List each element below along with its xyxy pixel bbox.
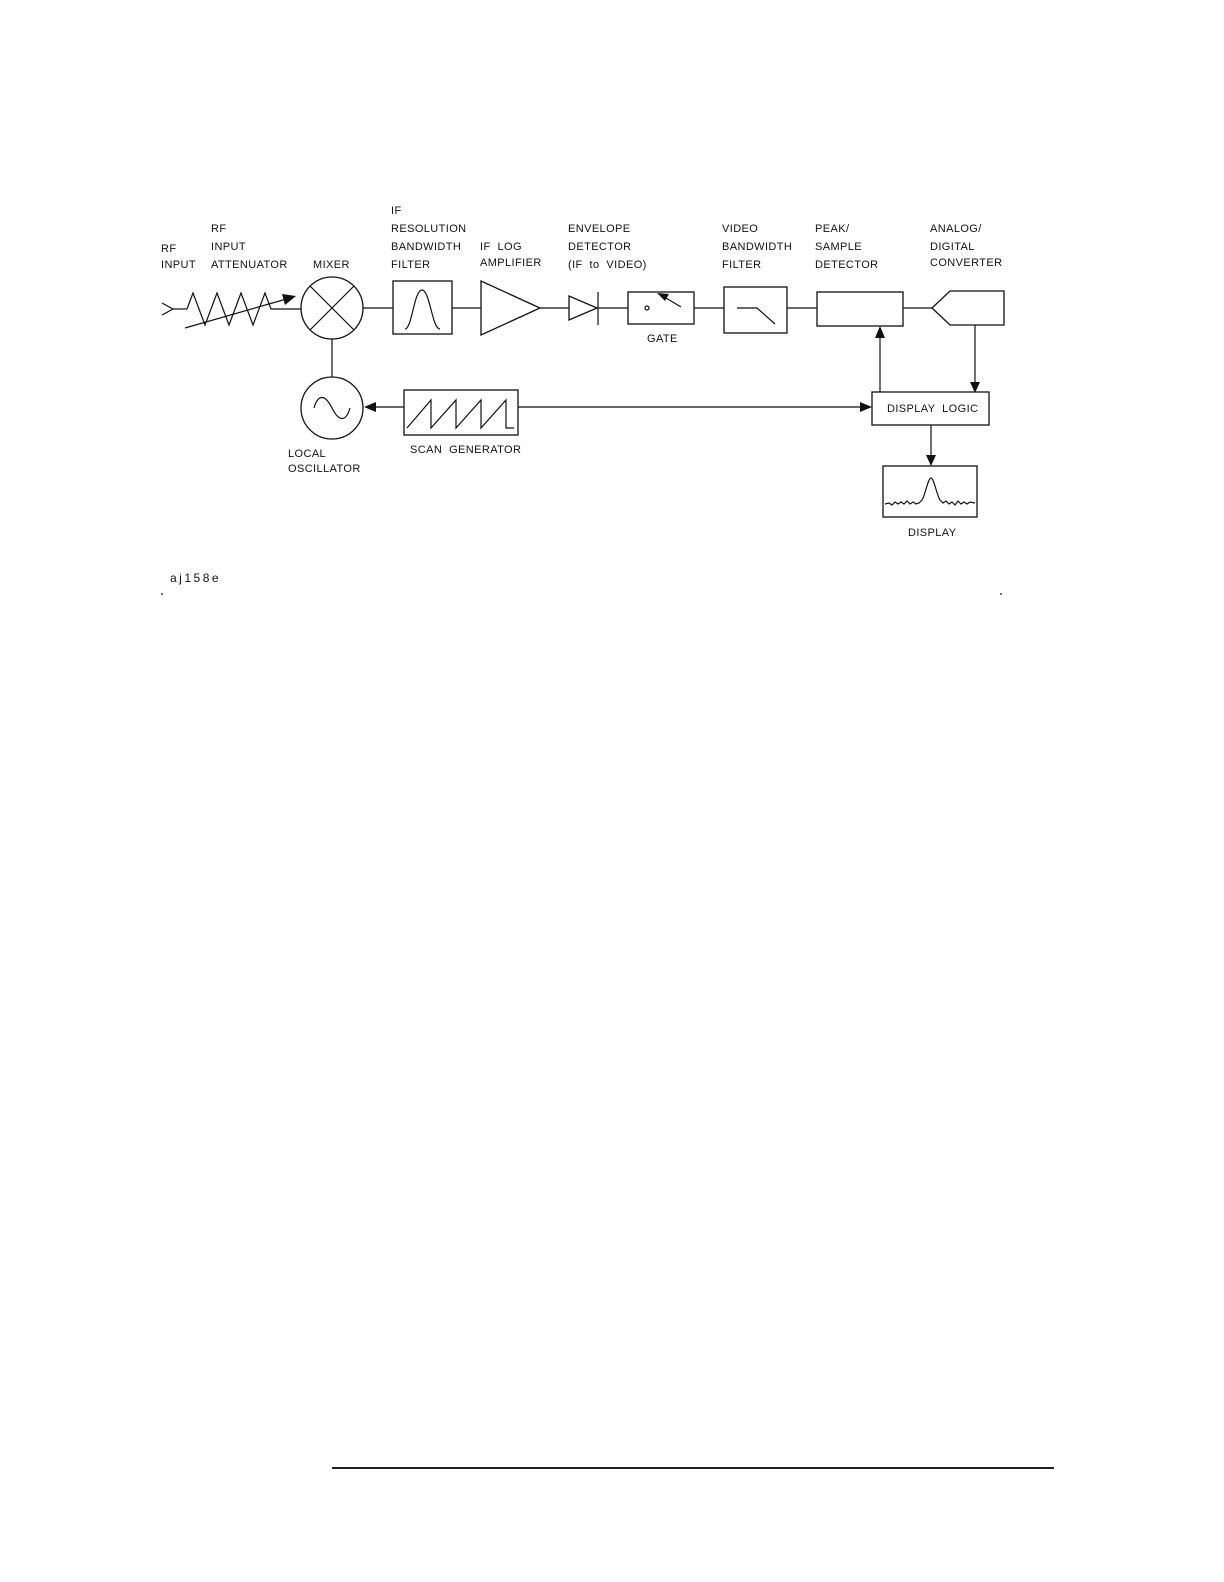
label-line: AMPLIFIER: [480, 257, 542, 269]
local-oscillator-symbol: [301, 377, 363, 439]
label-display: DISPLAY: [908, 527, 957, 539]
label-local-oscillator: LOCAL OSCILLATOR: [288, 448, 361, 475]
label-line: ANALOG/: [930, 223, 982, 235]
label-line: MIXER: [313, 259, 350, 271]
label-line: DETECTOR: [568, 241, 632, 253]
label-analog-digital-converter: ANALOG/ DIGITAL CONVERTER: [930, 223, 1002, 269]
display-logic-label: DISPLAY LOGIC: [887, 403, 978, 415]
label-line: SCAN GENERATOR: [410, 444, 521, 456]
label-rf-input-attenuator: RF INPUT ATTENUATOR: [211, 223, 288, 271]
display-screen-block: [883, 466, 977, 517]
attenuator-adjust-arrow-icon: [282, 294, 296, 305]
label-line: INPUT: [211, 241, 246, 253]
mixer-symbol: [301, 277, 363, 339]
label-video-bandwidth-filter: VIDEO BANDWIDTH FILTER: [722, 223, 792, 271]
label-peak-sample-detector: PEAK/ SAMPLE DETECTOR: [815, 223, 879, 271]
label-line: LOCAL: [288, 448, 326, 460]
label-scan-generator: SCAN GENERATOR: [410, 444, 521, 456]
label-line: CONVERTER: [930, 257, 1002, 269]
label-line: FILTER: [722, 259, 761, 271]
label-line: BANDWIDTH: [391, 241, 461, 253]
figure-id: aj158e: [170, 571, 221, 585]
label-line: PEAK/: [815, 223, 850, 235]
rf-input-connector: [162, 303, 187, 315]
envelope-detector-diode-symbol: [569, 292, 598, 325]
label-line: SAMPLE: [815, 241, 862, 253]
label-line: ATTENUATOR: [211, 259, 288, 271]
label-mixer: MIXER: [313, 259, 350, 271]
video-bandwidth-filter-block: [724, 287, 787, 333]
if-log-amplifier-symbol: [481, 281, 540, 335]
scan-to-oscillator-arrow-icon: [364, 402, 376, 412]
label-line: DISPLAY: [908, 527, 957, 539]
label-line: INPUT: [161, 259, 196, 271]
scan-to-display-logic-arrow-icon: [860, 402, 872, 412]
label-line: BANDWIDTH: [722, 241, 792, 253]
label-line: RF: [211, 223, 226, 235]
label-line: ENVELOPE: [568, 223, 631, 235]
label-envelope-detector: ENVELOPE DETECTOR (IF to VIDEO): [568, 223, 647, 271]
label-rf-input: RF INPUT: [161, 243, 196, 271]
display-logic-block: DISPLAY LOGIC: [872, 392, 989, 425]
label-if-log-amplifier: IF LOG AMPLIFIER: [480, 241, 542, 269]
label-line: RF: [161, 243, 176, 255]
peak-sample-detector-block: [817, 292, 903, 326]
attenuator-symbol: [185, 293, 301, 328]
if-resolution-bandwidth-filter-block: [393, 281, 452, 334]
footer-rule: [332, 1467, 1054, 1469]
gate-switch-block: [628, 292, 694, 324]
scan-generator-block: [404, 390, 518, 435]
label-line: DETECTOR: [815, 259, 879, 271]
display-logic-to-display-arrow-icon: [926, 455, 936, 466]
label-line: DIGITAL: [930, 241, 975, 253]
label-gate: GATE: [647, 333, 678, 345]
label-line: IF: [391, 205, 402, 217]
label-if-resolution-bandwidth-filter: IF RESOLUTION BANDWIDTH FILTER: [391, 205, 467, 271]
display-logic-to-detector-arrow-icon: [875, 326, 885, 338]
label-line: FILTER: [391, 259, 430, 271]
label-line: GATE: [647, 333, 678, 345]
label-line: (IF to VIDEO): [568, 259, 647, 271]
label-line: RESOLUTION: [391, 223, 467, 235]
label-line: IF LOG: [480, 241, 522, 253]
analog-digital-converter-block: [932, 291, 1004, 325]
label-line: OSCILLATOR: [288, 463, 361, 475]
label-line: VIDEO: [722, 223, 758, 235]
